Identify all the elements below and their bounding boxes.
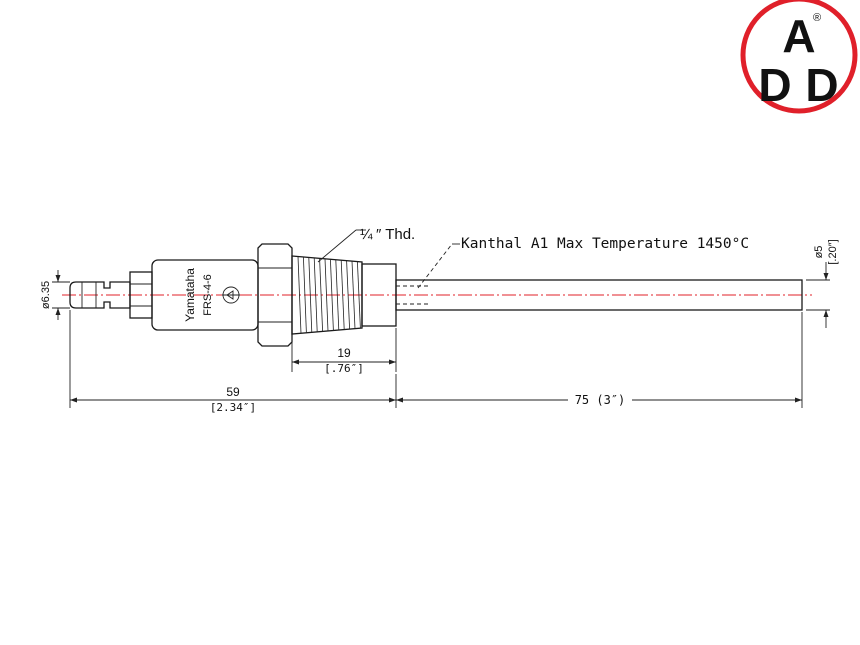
thread-line [303,256,307,334]
thread-len-in: [.76″] [324,362,364,375]
dim-sheath-length: 75 (3″) [396,312,803,408]
logo-letter-d1: D [758,59,791,111]
brand-label: Yamataha [183,268,197,322]
sheath [395,279,803,311]
add-logo: A D D ® [740,0,858,114]
thread-line [346,260,350,330]
model-label: FRS-4-6 [202,274,214,316]
sheath-dia-mm: ø5 [813,246,825,259]
warning-icon [222,286,240,304]
dim-body-length: 59 [2.34″] [69,310,397,414]
sheath-dia-in: [.20″] [827,239,839,264]
thread-line [297,256,302,334]
thread-note: ¼ ″ Thd. [317,226,415,263]
body-len-mm: 59 [226,385,240,399]
registered-mark: ® [813,12,821,24]
body-len-in: [2.34″] [210,401,256,414]
sheath-len-text: 75 (3″) [575,393,626,407]
thread-line [308,257,313,333]
dim-sheath-diameter: ø5 [.20″] [806,239,839,328]
thread-line [313,257,318,333]
thread-line [319,258,323,332]
connector-dia-text: ø6.35 [40,281,52,309]
logo-letter-a: A [782,10,815,62]
thread-line [324,258,329,332]
thread-fraction: ¼ [360,226,373,243]
dim-thread-length: 19 [.76″] [291,328,397,375]
thread-line [357,261,361,329]
thread-line [351,261,356,329]
thread-line [330,259,334,331]
thread-label: ″ Thd. [376,226,415,243]
element-note: Kanthal A1 Max Temperature 1450°C [417,236,749,289]
logo-letter-d2: D [805,59,838,111]
thread-section [291,255,363,335]
thread-len-mm: 19 [337,346,351,360]
element-note-text: Kanthal A1 Max Temperature 1450°C [461,236,749,252]
thread-line [335,259,340,331]
dim-connector-diameter: ø6.35 [40,270,70,320]
logo-ring [740,0,858,114]
thread-line [340,260,345,330]
